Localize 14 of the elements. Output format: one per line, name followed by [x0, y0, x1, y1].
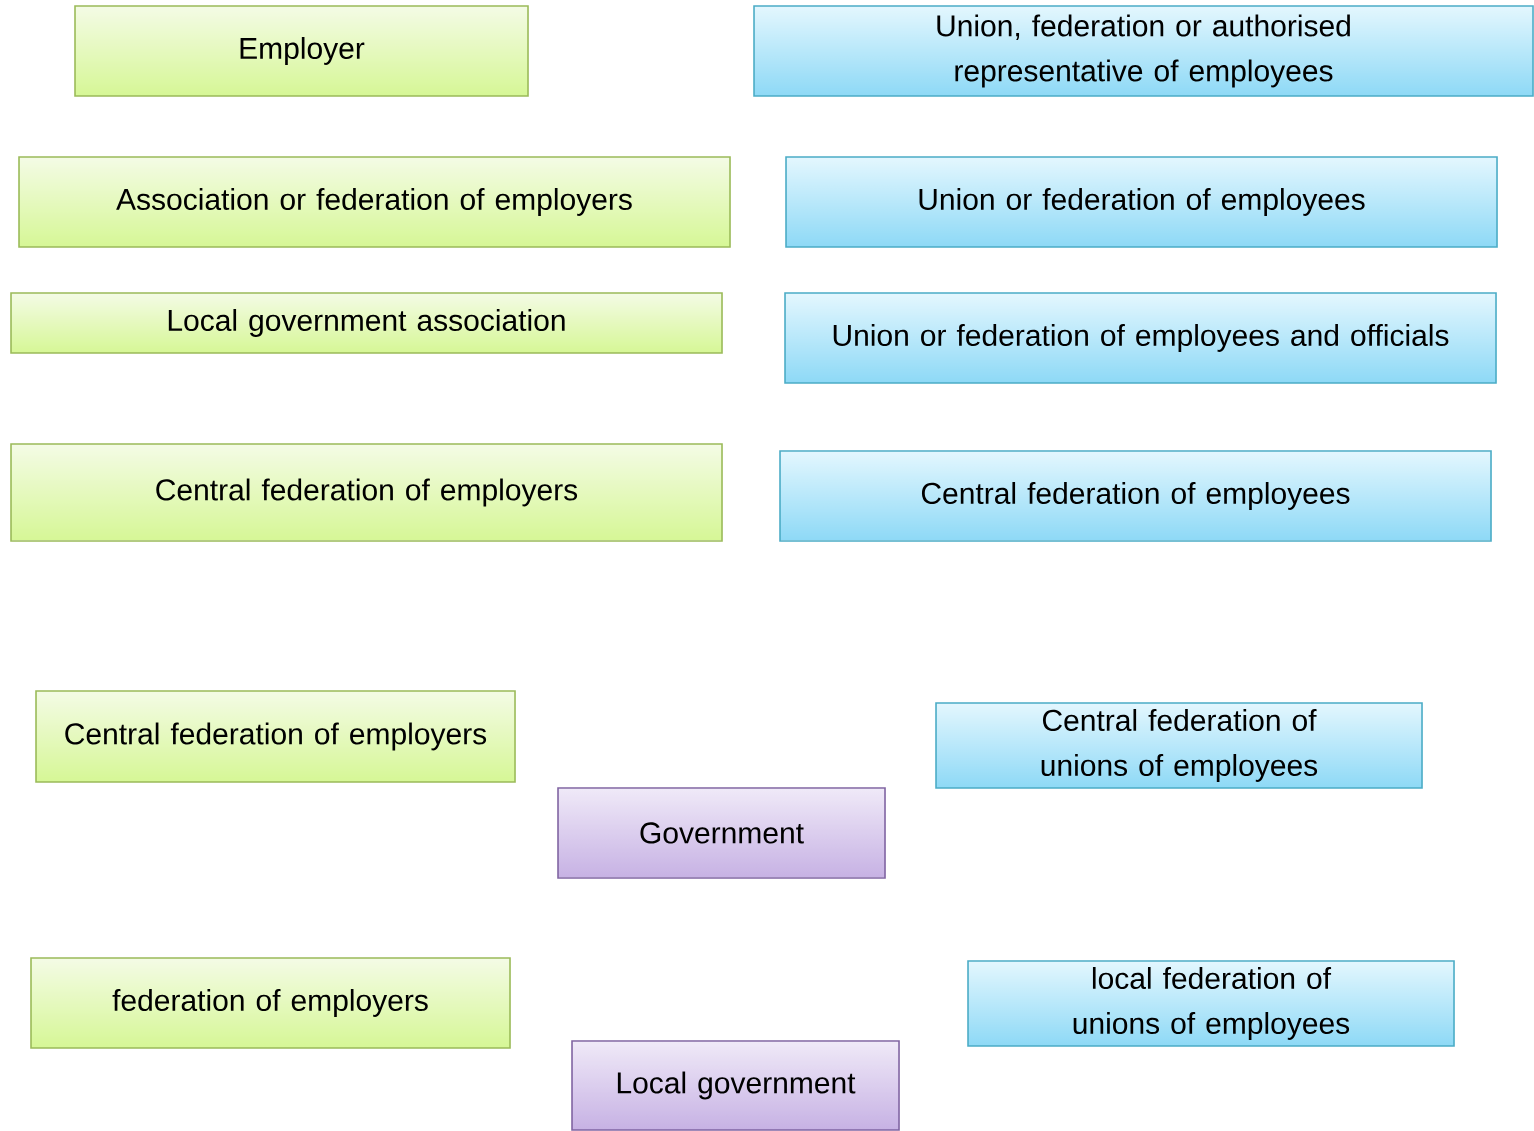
text-box: Government [557, 787, 886, 879]
text-box: federation of employers [30, 957, 511, 1049]
text-box: Local government [571, 1040, 900, 1131]
text-box: Central federation of unions of employees [935, 702, 1423, 789]
text-box: Union or federation of employees [785, 156, 1498, 248]
text-box: Employer [74, 5, 529, 97]
text-box: Central federation of employers [35, 690, 516, 783]
text-box: local federation of unions of employees [967, 960, 1455, 1047]
text-box: Local government association [10, 292, 723, 354]
text-box: Union, federation or authorised representative of employees [753, 5, 1534, 97]
text-box: Central federation of employees [779, 450, 1492, 542]
text-box: Central federation of employers [10, 443, 723, 542]
text-box: Association or federation of employers [18, 156, 731, 248]
text-box: Union or federation of employees and officials [784, 292, 1497, 384]
